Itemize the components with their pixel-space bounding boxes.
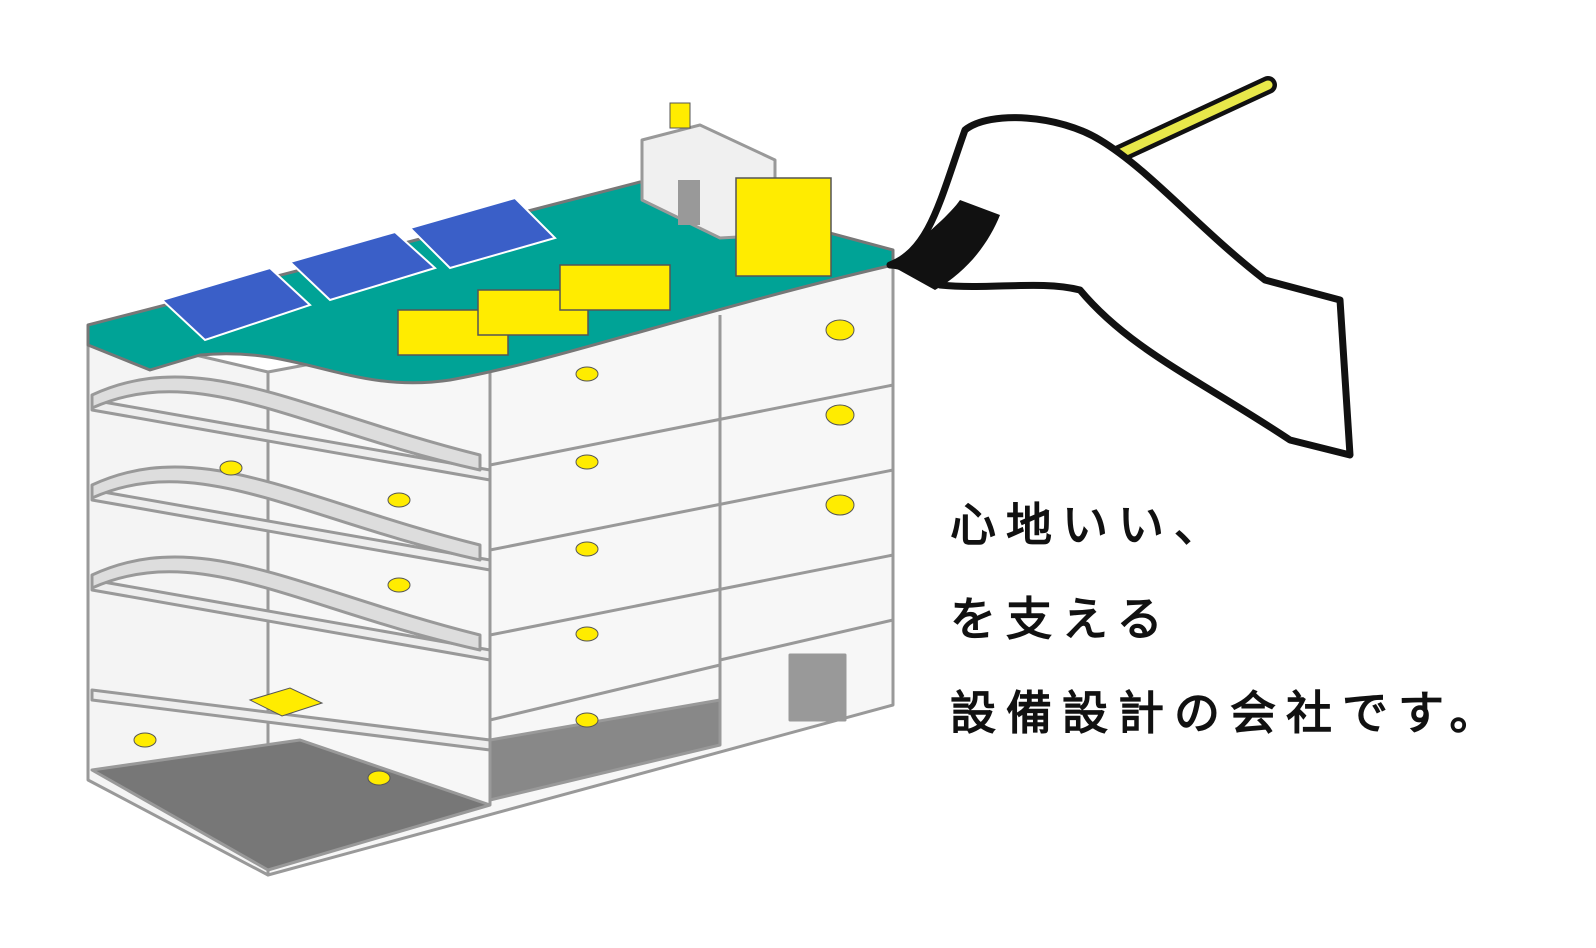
tagline-line-3: 設備設計の会社です。	[950, 686, 1506, 740]
ceiling-lamps	[133, 366, 599, 786]
toilets	[825, 319, 855, 516]
building	[86, 123, 895, 877]
water-tank	[669, 102, 691, 129]
tagline-line-1: 心地いい、	[950, 498, 1230, 552]
tagline: 心地いい、 を支える 設備設計の会社です。	[950, 478, 1505, 760]
tagline-line-2: を支える	[950, 592, 1173, 646]
air-vent	[248, 687, 324, 717]
ac-units	[397, 264, 671, 356]
solar-panels	[160, 196, 557, 342]
hand-with-pencil-icon	[886, 76, 1354, 459]
electrical-cabinet	[735, 177, 832, 277]
